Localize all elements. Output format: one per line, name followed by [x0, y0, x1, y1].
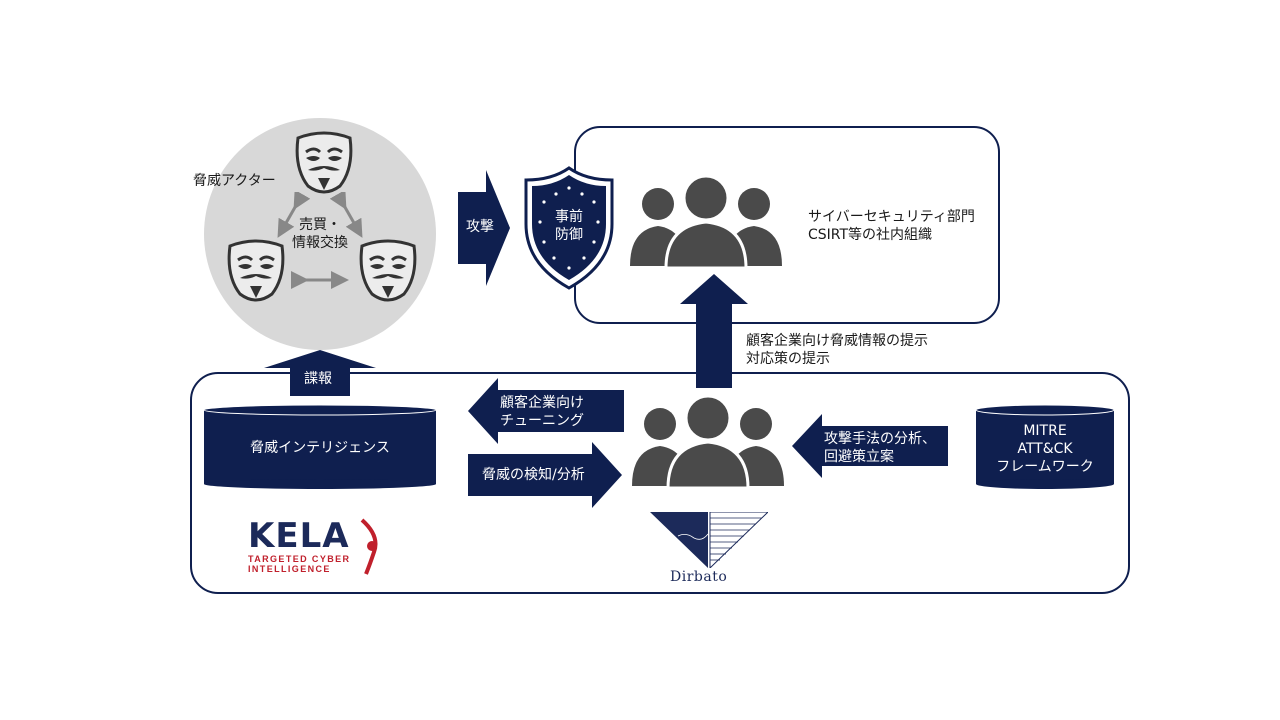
mitre-label: MITRE ATT&CK フレームワーク: [996, 423, 1094, 475]
people-group-icon: [632, 394, 784, 490]
shield-icon: [524, 166, 614, 290]
detect-label: 脅威の検知/分析: [482, 467, 585, 483]
kela-logo-sub1: TARGETED CYBER: [248, 554, 351, 564]
mitre-database: [976, 404, 1114, 489]
dirbato-logo-text: Dirbato: [670, 569, 728, 585]
anonymous-mask-icon: [359, 239, 417, 302]
shield-label: 事前 防御: [555, 209, 583, 243]
exchange-arrows-icon: [277, 192, 363, 289]
tuning-arrow: [468, 378, 624, 444]
provision-label: 顧客企業向け脅威情報の提示 対応策の提示: [746, 333, 928, 367]
intel-gathering-label: 諜報: [304, 371, 332, 387]
anonymous-mask-icon: [227, 239, 285, 302]
cyber-dept-label: サイバーセキュリティ部門 CSIRT等の社内組織: [808, 209, 975, 243]
intel-gathering-arrow: [264, 350, 376, 396]
people-group-icon: [630, 174, 782, 270]
threat-intel-database: [204, 404, 436, 489]
kela-logo-sub2: INTELLIGENCE: [248, 564, 331, 574]
detect-arrow: [468, 442, 622, 508]
provision-up-arrow: [680, 274, 748, 388]
dirbato-logo-icon: [650, 512, 768, 568]
analysis-arrow: [792, 414, 948, 478]
kela-logo: KELA TARGETED CYBER INTELLIGENCE: [248, 518, 388, 578]
threat-intel-label: 脅威インテリジェンス: [250, 440, 390, 456]
attack-label: 攻撃: [466, 219, 494, 235]
kela-logo-main: KELA: [248, 516, 350, 556]
kela-swoosh-icon: [360, 518, 378, 575]
analysis-label: 攻撃手法の分析、 回避策立案: [824, 431, 936, 465]
tuning-label: 顧客企業向け チューニング: [500, 395, 584, 429]
attack-arrow: [458, 170, 510, 286]
organization-panel: [574, 126, 1000, 324]
threat-actor-label: 脅威アクター: [193, 173, 276, 189]
trade-label: 売買・ 情報交換: [292, 217, 348, 251]
anonymous-mask-icon: [295, 131, 353, 194]
